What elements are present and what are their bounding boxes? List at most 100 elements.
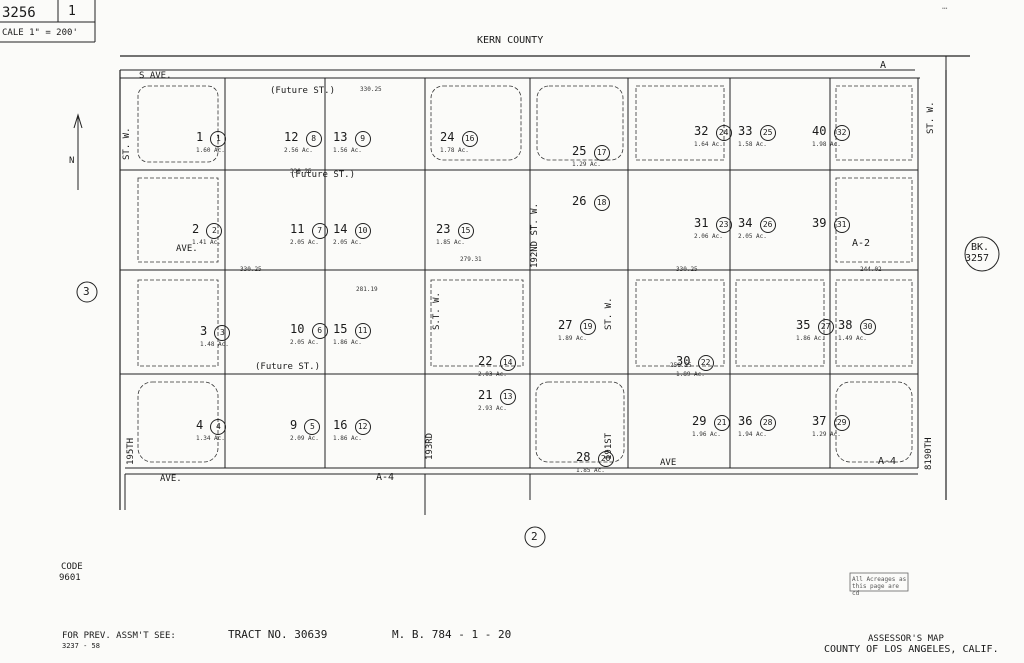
parcel-number-circle: 10: [354, 223, 371, 239]
top-street-right-label: A: [880, 60, 887, 71]
lot-acreage: 2.03 Ac.: [478, 371, 507, 378]
code-label: CODE: [61, 562, 83, 572]
lot-number: 27: [558, 318, 580, 332]
bottom-ave-right: AVE: [660, 458, 677, 468]
lot-number: 22: [478, 354, 500, 368]
parcel-number-circle: 25: [759, 125, 776, 141]
street-195th-upper: ST. W.: [122, 127, 132, 160]
lot-number: 32: [694, 124, 716, 138]
lot-acreage: 1.86 Ac.: [796, 335, 825, 342]
parcel-number-circle: 14: [499, 355, 516, 371]
adjoining-book-prefix[interactable]: BK.: [971, 242, 990, 253]
parcel-number-circle: 16: [461, 131, 478, 147]
prev-assmt-value: 3237 - 58: [62, 642, 100, 650]
lot-number: 25: [572, 144, 594, 158]
parcel-number-circle: 26: [759, 217, 776, 233]
dimension-label: 244.02: [860, 266, 882, 273]
parcel-number-circle: 28: [759, 415, 776, 431]
lot-acreage: 1.56 Ac.: [333, 147, 362, 154]
adjoining-book-number[interactable]: 3257: [965, 253, 990, 264]
lot-number: 28: [576, 450, 598, 464]
lot-acreage: 1.78 Ac.: [440, 147, 469, 154]
sheet-number: 1: [68, 4, 76, 19]
lot-acreage: 1.49 Ac.: [838, 335, 867, 342]
parcel-number-circle: 29: [833, 415, 850, 431]
lot-acreage: 1.86 Ac.: [333, 339, 362, 346]
parcel-number-circle: 27: [817, 319, 834, 335]
parcel-number-circle: 15: [457, 223, 474, 239]
dimension-label: 279.31: [460, 256, 482, 263]
parcel-number-circle: 12: [354, 419, 371, 435]
lot-number: 12: [284, 130, 306, 144]
lot-number: 2: [192, 222, 207, 236]
scale-label: CALE 1" = 200': [2, 28, 78, 38]
bottom-circle-label: 2: [531, 530, 538, 543]
lot-26[interactable]: 26 18: [572, 190, 610, 211]
lot-acreage: 1.85 Ac.: [436, 239, 465, 246]
lot-acreage: 1.89 Ac.: [558, 335, 587, 342]
parcel-number-circle: 5: [304, 419, 321, 435]
street-195th-label: 195TH: [126, 437, 136, 465]
parcel-number-circle: 23: [715, 217, 732, 233]
parcel-number-circle: 3: [214, 325, 231, 341]
parcel-number-circle: 19: [579, 319, 596, 335]
lot-number: 23: [436, 222, 458, 236]
parcel-number-circle: 22: [697, 355, 714, 371]
parcel-number-circle: 31: [833, 217, 850, 233]
parcel-number-circle: 11: [354, 323, 371, 339]
top-street-label: S AVE.: [139, 71, 172, 81]
lot-acreage: 1.29 Ac.: [572, 161, 601, 168]
lot-number: 14: [333, 222, 355, 236]
acreage-stamp: All Acreages as this page are cd: [852, 576, 907, 597]
lot-acreage: 2.05 Ac.: [290, 339, 319, 346]
street-190th-label: 8190TH: [924, 437, 934, 470]
prev-assmt-label: FOR PREV. ASSM'T SEE:: [62, 631, 176, 641]
lot-39[interactable]: 39 31: [812, 212, 850, 233]
lot-acreage: 1.94 Ac.: [738, 431, 767, 438]
future-st-label: (Future ST.): [290, 170, 356, 180]
parcel-number-circle: 2: [206, 223, 223, 239]
assessor-county: COUNTY OF LOS ANGELES, CALIF.: [824, 644, 999, 655]
page-number-box: 3256 1 CALE 1" = 200': [0, 0, 96, 43]
north-arrow-icon: [73, 113, 83, 190]
parcel-number-circle: 32: [833, 125, 850, 141]
lot-number: 35: [796, 318, 818, 332]
lot-number: 33: [738, 124, 760, 138]
lot-number: 34: [738, 216, 760, 230]
future-st-label-top: (Future ST.): [270, 86, 336, 96]
lot-number: 38: [838, 318, 860, 332]
left-circle-label: 3: [83, 285, 90, 298]
lot-acreage: 1.89 Ac.: [676, 371, 705, 378]
lot-number: 24: [440, 130, 462, 144]
